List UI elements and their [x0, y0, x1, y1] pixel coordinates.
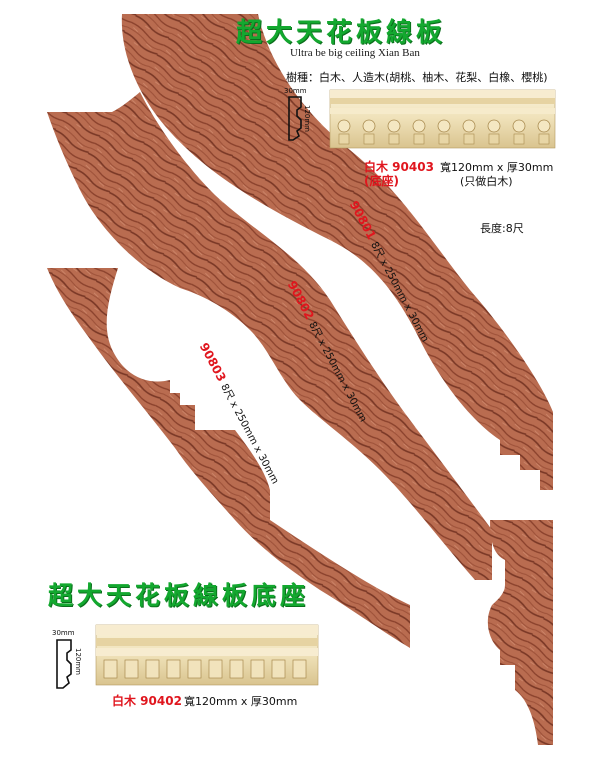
dentil-block — [271, 659, 286, 679]
bottom-dim-height: 120mm — [74, 648, 82, 675]
bead-ornament — [362, 119, 376, 133]
molding-90802-shape — [47, 92, 492, 580]
bottom-dim-width: 30mm — [52, 629, 75, 637]
top-dim-height: 120mm — [303, 105, 311, 132]
dentil-block — [124, 659, 139, 679]
dentil-block — [166, 659, 181, 679]
bead-ornament — [437, 119, 451, 133]
bead-ornament — [512, 119, 526, 133]
dentil-block — [388, 133, 400, 145]
dentil-block — [413, 133, 425, 145]
bottom-product-front-view — [95, 624, 319, 686]
dentil-block — [145, 659, 160, 679]
top-dim-width: 30mm — [284, 87, 307, 95]
dentil-block — [187, 659, 202, 679]
molding-90803-shape — [47, 268, 410, 648]
dentil-block — [250, 659, 265, 679]
bead-ornament — [412, 119, 426, 133]
bead-ornament — [387, 119, 401, 133]
bead-ornament — [462, 119, 476, 133]
dentil-block — [229, 659, 244, 679]
length-note: 長度:8尺 — [480, 222, 524, 235]
page-subtitle: Ultra be big ceiling Xian Ban — [290, 47, 420, 59]
bead-ornament — [487, 119, 501, 133]
bottom-profile-drawing — [56, 639, 72, 689]
dentil-block — [208, 659, 223, 679]
dentil-block — [292, 659, 307, 679]
top-product-label-sub: (底座) — [364, 174, 399, 188]
top-product-note: (只做白木) — [460, 175, 513, 188]
dentil-block — [538, 133, 550, 145]
top-product-front-view — [329, 89, 556, 149]
dentil-block — [463, 133, 475, 145]
dentil-block — [488, 133, 500, 145]
dentil-block — [438, 133, 450, 145]
bottom-product-spec: 寬120mm x 厚30mm — [184, 695, 298, 708]
bead-ornament — [337, 119, 351, 133]
dentil-block — [103, 659, 118, 679]
top-profile-drawing — [288, 96, 302, 141]
species-list: 樹種：白木、人造木(胡桃、柚木、花梨、白橡、櫻桃) — [286, 71, 548, 84]
page-title: 超大天花板線板 — [236, 18, 447, 48]
molding-base-edge-shape — [487, 520, 553, 745]
dentil-block — [338, 133, 350, 145]
bead-ornament — [537, 119, 551, 133]
bottom-section-title: 超大天花板線板底座 — [48, 581, 310, 610]
dentil-block — [363, 133, 375, 145]
dentil-block — [513, 133, 525, 145]
bottom-product-label: 白木 90402 — [112, 694, 182, 708]
molding-90801-shape — [121, 14, 553, 490]
top-product-label: 白木 90403 — [364, 160, 434, 174]
top-product-spec: 寬120mm x 厚30mm — [440, 161, 554, 174]
